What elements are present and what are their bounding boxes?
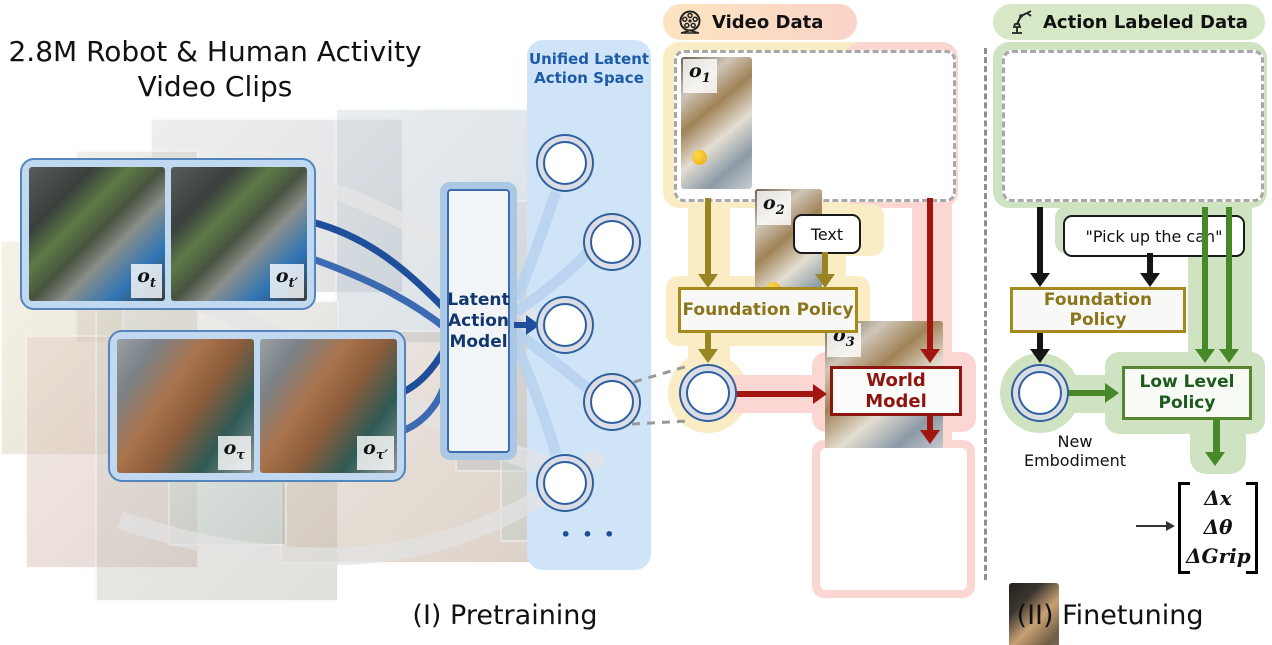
latent-space-title-line1: Unified Latent <box>528 50 650 68</box>
frame-label: ot′ <box>269 264 304 298</box>
lam-output-arrow <box>514 322 528 328</box>
llp-output-arrowhead <box>1205 452 1225 466</box>
latent-action-model-label: Latent Action Model <box>447 289 510 352</box>
node-to-wm-arrowhead <box>813 384 827 404</box>
node-to-llp-arrow <box>1054 390 1106 396</box>
node-to-wm-arrow <box>722 391 814 397</box>
clip-frame: oτ <box>117 339 254 473</box>
action-to-llp-arrow <box>1202 207 1208 350</box>
action-vector-row: ΔGrip <box>1186 544 1251 568</box>
action-frames-box <box>1002 50 1264 202</box>
instruction-box: "Pick up the can" <box>1063 215 1245 257</box>
latent-ellipsis: • • • <box>560 525 618 544</box>
bracket-right <box>1246 482 1258 574</box>
new-embodiment-label: New Embodiment <box>1015 432 1135 470</box>
action-vector-row: Δx <box>1204 486 1232 510</box>
pretrain-latent-node <box>686 371 730 415</box>
bracket-left <box>1178 482 1190 574</box>
action-frame-1: o1 <box>1009 583 1059 645</box>
action-to-llp-arrowhead-2 <box>1219 349 1239 363</box>
dataset-title-line1: 2.8M Robot & Human Activity <box>8 35 422 68</box>
frame-to-wm-arrow <box>927 198 933 349</box>
action-vector-row: Δθ <box>1203 515 1233 539</box>
frame-label: ot <box>131 264 162 298</box>
robot-arm-icon <box>1012 10 1032 34</box>
dataset-title-line2: Video Clips <box>137 70 293 103</box>
foundation-policy-pretrain: Foundation Policy <box>678 287 858 333</box>
world-model-label: World Model <box>865 370 927 412</box>
video-frame-1: o1 <box>681 57 752 189</box>
action-vector-rows: Δx Δθ ΔGrip <box>1186 484 1251 571</box>
world-model: World Model <box>830 366 962 416</box>
predicted-frame-box <box>820 448 967 590</box>
clip-pair-2: oτ oτ′ <box>108 330 406 482</box>
action-data-header: Action Labeled Data <box>993 4 1265 40</box>
embodiment-arrowhead <box>1166 521 1175 531</box>
latent-space-title-line2: Action Space <box>534 69 644 87</box>
section-divider <box>984 48 987 580</box>
instruction-arrow <box>1147 253 1153 274</box>
latent-node <box>590 380 634 424</box>
llp-output-arrow <box>1213 420 1220 453</box>
foundation-policy-finetune: Foundation Policy <box>1010 287 1186 333</box>
video-arrowhead <box>698 274 718 288</box>
finetune-latent-node <box>1018 371 1062 415</box>
fp-to-node-arrowhead <box>698 349 718 363</box>
pretraining-caption: (I) Pretraining <box>412 600 598 631</box>
fp-to-node-arrowhead <box>1030 349 1050 363</box>
embodiment-arrow <box>1136 525 1168 527</box>
frame-label: o2 <box>757 191 791 225</box>
film-reel-icon <box>679 10 701 34</box>
latent-node <box>543 303 587 347</box>
clip-frame: ot′ <box>171 167 307 301</box>
frame-label: oτ′ <box>357 436 394 470</box>
video-data-header-label: Video Data <box>712 11 824 33</box>
action-to-llp-arrowhead <box>1195 349 1215 363</box>
new-embodiment-line2: Embodiment <box>1023 451 1127 470</box>
instruction-arrowhead <box>1140 273 1160 287</box>
frame-label: oτ <box>217 436 251 470</box>
video-arrow <box>705 198 711 275</box>
text-input-label: Text <box>810 224 844 244</box>
llp-label-line1: Low Level <box>1139 371 1235 392</box>
action-arrow <box>1037 207 1043 274</box>
clip-frame: ot <box>29 167 165 301</box>
latent-action-model: Latent Action Model <box>447 189 510 453</box>
action-vector: Δx Δθ ΔGrip <box>1178 482 1258 574</box>
latent-space-title: Unified Latent Action Space <box>527 50 651 88</box>
lam-output-arrowhead <box>526 315 540 335</box>
frame-label: o1 <box>683 59 717 93</box>
action-to-llp-arrow-2 <box>1226 207 1232 350</box>
fp-to-node-arrow <box>705 333 711 350</box>
latent-node <box>543 141 587 185</box>
text-input-box: Text <box>793 214 861 254</box>
llp-label-line2: Policy <box>1158 393 1216 413</box>
clip-pair-1: ot ot′ <box>20 158 316 310</box>
clip-frame: oτ′ <box>260 339 397 473</box>
low-level-policy: Low Level Policy <box>1122 366 1252 420</box>
frame-to-wm-arrowhead <box>920 349 940 363</box>
latent-node <box>543 461 587 505</box>
instruction-label: "Pick up the can" <box>1085 226 1223 246</box>
video-data-header: Video Data <box>663 4 857 40</box>
new-embodiment-line1: New <box>1057 432 1093 451</box>
foundation-policy-label: Foundation Policy <box>682 300 854 320</box>
fp-to-node-arrow <box>1037 333 1043 350</box>
dataset-title: 2.8M Robot & Human Activity Video Clips <box>5 34 425 104</box>
node-to-llp-arrowhead <box>1105 383 1119 403</box>
wm-output-arrow <box>927 416 933 431</box>
action-arrowhead <box>1030 273 1050 287</box>
foundation-policy-label: Foundation Policy <box>1043 290 1153 330</box>
wm-output-arrowhead <box>920 430 940 444</box>
finetuning-caption: (II) Finetuning <box>1016 600 1204 631</box>
text-arrowhead <box>815 274 835 288</box>
action-data-header-label: Action Labeled Data <box>1043 11 1248 33</box>
latent-node <box>590 220 634 264</box>
text-arrow <box>822 252 828 275</box>
